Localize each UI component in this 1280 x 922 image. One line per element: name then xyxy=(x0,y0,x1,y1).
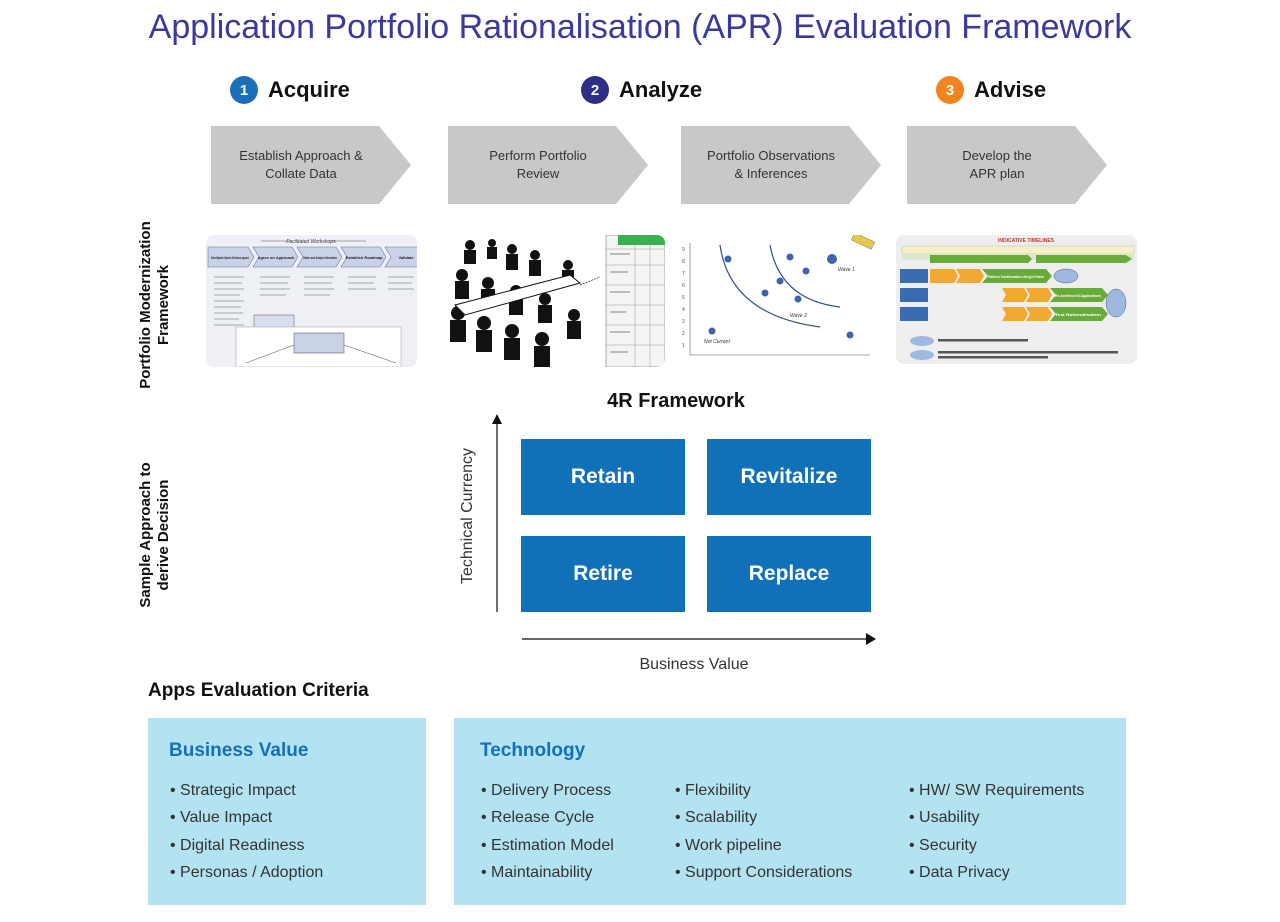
page-title: Application Portfolio Rationalisation (A… xyxy=(148,8,1132,46)
svg-text:2: 2 xyxy=(682,331,685,337)
scatter-label: Wave 1 xyxy=(838,267,855,273)
svg-text:8: 8 xyxy=(682,259,685,265)
workshop-header: Facilitated Workshops xyxy=(286,239,336,245)
phase-advise: 3 Advise xyxy=(936,74,1046,106)
list-item: Security xyxy=(909,832,1084,859)
list-item: Strategic Impact xyxy=(170,777,323,804)
quadrant-replace: Replace xyxy=(707,536,871,612)
technology-list-col3: HW/ SW Requirements Usability Security D… xyxy=(909,777,1084,886)
workshop-step: Establish Roadmap xyxy=(345,255,383,260)
svg-text:1: 1 xyxy=(682,343,685,349)
svg-text:7: 7 xyxy=(682,271,685,277)
workshop-diagram: Facilitated Workshops Define Migration O… xyxy=(206,235,417,367)
phase-analyze: 2 Analyze xyxy=(581,74,702,106)
y-axis-label: Technical Currency xyxy=(459,447,476,585)
technology-list-col2: Flexibility Scalability Work pipeline Su… xyxy=(675,777,852,886)
workshop-step: Gather and Analyze Information xyxy=(303,255,337,260)
timeline-row-label: Test Rationalisation xyxy=(1055,312,1102,317)
list-item: Value Impact xyxy=(170,804,323,831)
svg-text:6: 6 xyxy=(682,283,685,289)
list-item: Maintainability xyxy=(481,859,614,886)
step-label: Establish Approach & Collate Data xyxy=(239,148,363,181)
apr-plan-timeline-thumbnail: INDICATIVE TIMELINES Platform Transforma… xyxy=(896,235,1137,364)
step-label: Portfolio Observations & Inferences xyxy=(707,148,835,181)
business-value-heading: Business Value xyxy=(169,740,309,761)
list-item: Flexibility xyxy=(675,777,852,804)
step-label: Develop the APR plan xyxy=(962,148,1032,181)
side-label-sample: Sample Approach to derive Decision xyxy=(137,462,172,608)
list-item: HW/ SW Requirements xyxy=(909,777,1084,804)
criteria-title: Apps Evaluation Criteria xyxy=(148,680,369,701)
phase-label: Analyze xyxy=(619,77,703,102)
x-axis-label: Business Value xyxy=(639,656,749,673)
step-chevron: Portfolio Observations & Inferences xyxy=(681,126,881,204)
svg-text:4: 4 xyxy=(682,307,685,313)
framework-axes xyxy=(492,414,876,645)
workshop-step: Validate xyxy=(398,255,414,260)
business-value-list: Strategic Impact Value Impact Digital Re… xyxy=(170,777,323,886)
timeline-header: INDICATIVE TIMELINES xyxy=(998,238,1055,244)
step-chevron: Perform Portfolio Review xyxy=(448,126,648,204)
quadrant-retire: Retire xyxy=(521,536,685,612)
list-item: Estimation Model xyxy=(481,832,614,859)
svg-text:3: 3 xyxy=(682,319,685,325)
phase-number-badge: 1 xyxy=(230,76,258,104)
list-item: Usability xyxy=(909,804,1084,831)
step-chevron: Establish Approach & Collate Data xyxy=(211,126,411,204)
step-chevron: Develop the APR plan xyxy=(907,126,1107,204)
workshop-step: Define Migration Objectives & Readiness … xyxy=(211,255,249,260)
phase-number-badge: 2 xyxy=(581,76,609,104)
quadrant-revitalize: Revitalize xyxy=(707,439,871,515)
list-item: Work pipeline xyxy=(675,832,852,859)
quadrant-retain: Retain xyxy=(521,439,685,515)
timeline-row-label: Re-Architect BI Applications xyxy=(1055,293,1102,298)
portfolio-review-image xyxy=(450,235,665,367)
list-item: Scalability xyxy=(675,804,852,831)
list-item: Support Considerations xyxy=(675,859,852,886)
list-item: Digital Readiness xyxy=(170,832,323,859)
technology-list-col1: Delivery Process Release Cycle Estimatio… xyxy=(481,777,614,886)
step-label: Perform Portfolio Review xyxy=(489,148,587,181)
technology-heading: Technology xyxy=(480,740,586,761)
observations-scatter-thumbnail: 9 8 7 6 5 4 3 2 1 Wave 1 Wave 2 Not Current xyxy=(680,235,875,367)
side-label-portfolio: Portfolio Modernization Framework xyxy=(137,221,172,389)
workshop-step: Agree on Approach xyxy=(258,255,296,260)
list-item: Release Cycle xyxy=(481,804,614,831)
phase-label: Acquire xyxy=(268,77,350,102)
svg-text:5: 5 xyxy=(682,295,685,301)
business-value-panel: Business Value Strategic Impact Value Im… xyxy=(148,718,426,905)
side-label-wrap: Sample Approach to derive Decision xyxy=(55,462,255,607)
technology-panel: Technology Delivery Process Release Cycl… xyxy=(454,718,1126,905)
framework-title: 4R Framework xyxy=(607,390,745,412)
phase-acquire: 1 Acquire xyxy=(230,74,350,106)
portfolio-review-thumbnail xyxy=(450,235,665,367)
list-item: Personas / Adoption xyxy=(170,859,323,886)
phase-label: Advise xyxy=(974,77,1047,102)
apr-plan-timeline: INDICATIVE TIMELINES Platform Transforma… xyxy=(900,238,1135,360)
scatter-label: Wave 2 xyxy=(790,313,807,319)
list-item: Data Privacy xyxy=(909,859,1084,886)
svg-text:9: 9 xyxy=(682,247,685,253)
workshop-diagram-thumbnail: Facilitated Workshops Define Migration O… xyxy=(206,235,417,367)
phase-number-badge: 3 xyxy=(936,76,964,104)
scatter-label: Not Current xyxy=(704,339,730,345)
observations-scatter: 9 8 7 6 5 4 3 2 1 Wave 1 Wave 2 Not Current xyxy=(682,235,875,356)
list-item: Delivery Process xyxy=(481,777,614,804)
timeline-row-label: Platform Transformation Using Hi-Fabric xyxy=(988,274,1045,279)
